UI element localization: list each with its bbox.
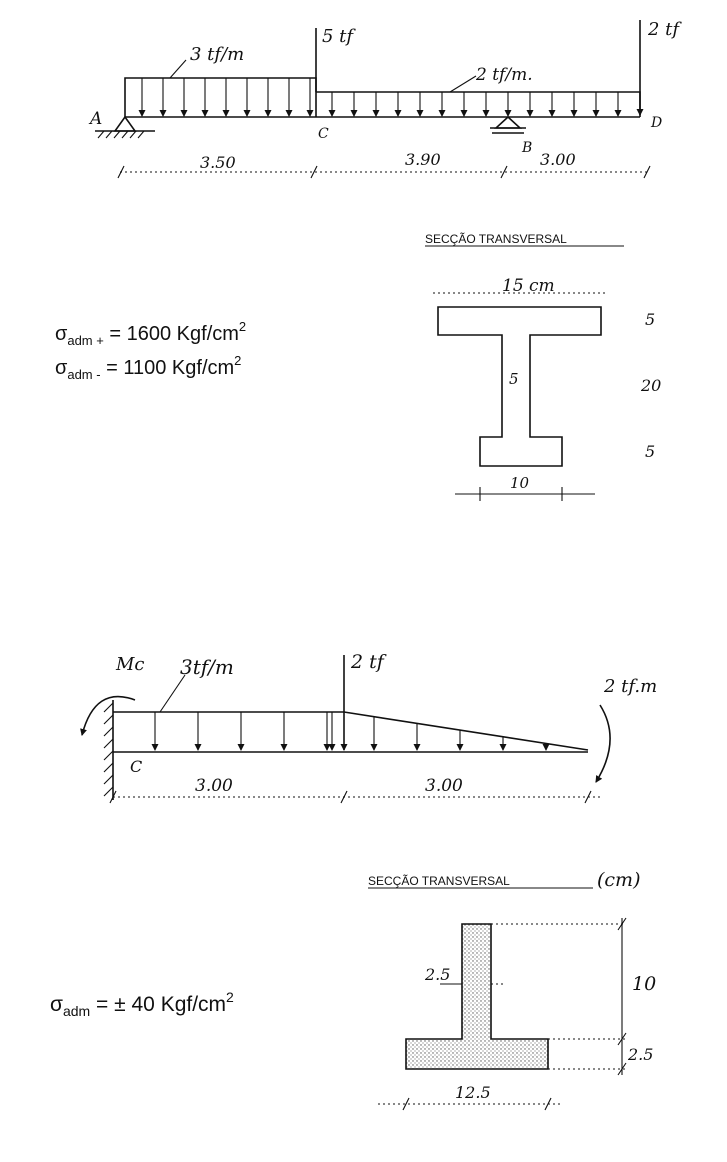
span-2-label: 3.00 <box>425 776 463 796</box>
cross-section-2: SECÇÃO TRANSVERSAL (cm) 10 2.5 2.5 12.5 <box>368 869 656 1110</box>
web-height-label: 20 <box>640 376 661 395</box>
uniform-load-label: 3tf/m <box>180 655 234 679</box>
span-1-label: 3.00 <box>195 776 233 796</box>
stress-plus-line: σadm + = 1600 Kgf/cm2 <box>55 319 246 348</box>
section-title-1: SECÇÃO TRANSVERSAL <box>425 232 567 246</box>
i-beam-outline <box>438 307 601 466</box>
node-c-label: C <box>318 126 329 142</box>
top-width-label: 15 cm <box>502 276 555 296</box>
point-load-label: 2 tf <box>350 651 387 673</box>
web-width-label: 5 <box>509 370 519 388</box>
support-a <box>95 117 155 138</box>
end-moment-label: 2 tf.m <box>603 676 657 697</box>
dimension-line-2 <box>110 791 600 803</box>
t-section-outline <box>406 924 548 1069</box>
section-title-2: SECÇÃO TRANSVERSAL <box>368 874 510 888</box>
top-flange-height-label: 5 <box>645 310 655 329</box>
point-load-d-label: 2 tf <box>647 19 682 40</box>
flange-height-label-2: 2.5 <box>627 1045 653 1064</box>
web-width-label-2: 2.5 <box>424 965 450 984</box>
moment-reaction-label: Mc <box>115 654 145 675</box>
distributed-load-left <box>125 78 316 117</box>
point-load-c-label: 5 tf <box>322 26 356 47</box>
stress-minus-line: σadm - = 1100 Kgf/cm2 <box>55 353 241 382</box>
distributed-load-right <box>316 92 640 117</box>
load-outline <box>113 712 588 750</box>
span-ac-label: 3.50 <box>200 153 236 172</box>
span-bd-label: 3.00 <box>540 150 576 169</box>
load-right-label: 2 tf/m. <box>475 65 533 85</box>
cross-section-1: SECÇÃO TRANSVERSAL 15 cm 5 5 20 5 10 <box>425 232 661 501</box>
node-c-label-2: C <box>130 757 142 776</box>
web-height-label-2: 10 <box>632 973 656 995</box>
node-d-label: D <box>650 115 662 131</box>
span-cb-label: 3.90 <box>405 150 441 169</box>
support-b <box>490 117 526 133</box>
allowable-stress-1: σadm + = 1600 Kgf/cm2 σadm - = 1100 Kgf/… <box>55 319 246 382</box>
section-unit-2: (cm) <box>597 869 640 891</box>
moment-reaction-arrow <box>82 697 135 735</box>
end-moment-arrow <box>596 705 610 782</box>
load-left-label: 3 tf/m <box>190 44 244 65</box>
stress-line-2: σadm = ± 40 Kgf/cm2 <box>50 989 234 1019</box>
bottom-flange-height-label: 5 <box>645 442 655 461</box>
load-left-leader <box>170 60 186 78</box>
beam-diagram-1: 3 tf/m 5 tf 2 tf/m. 2 tf A C B D <box>88 19 682 178</box>
node-a-label: A <box>88 109 102 129</box>
allowable-stress-2: σadm = ± 40 Kgf/cm2 <box>50 989 234 1019</box>
node-b-label: B <box>521 140 532 156</box>
beam-diagram-2: 2 tf Mc 3tf/m 2 tf.m C 3.00 3.00 <box>82 651 657 803</box>
flange-width-label-2: 12.5 <box>455 1083 491 1102</box>
bottom-width-label: 10 <box>510 474 530 492</box>
load-right-leader <box>450 76 476 92</box>
